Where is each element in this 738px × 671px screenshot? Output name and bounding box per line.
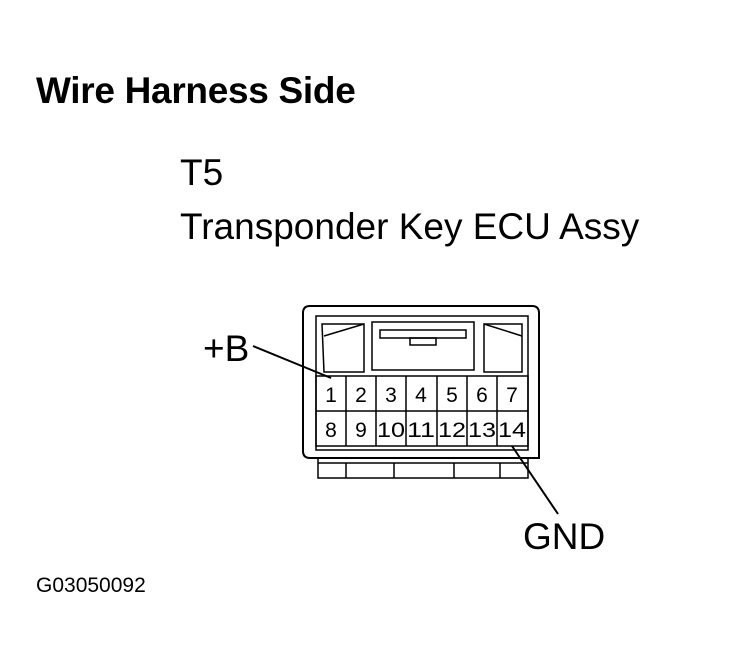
callout-plus-b: +B [203, 328, 250, 369]
pin-label: 5 [446, 384, 458, 407]
pin-label: 9 [355, 419, 367, 442]
pin-label: 10 [377, 419, 405, 442]
pin-label: 4 [415, 384, 427, 407]
connector-left-shoulder [321, 323, 365, 373]
connector-bottom-skirt [317, 458, 529, 479]
pin-label: 8 [325, 419, 337, 442]
callout-gnd: GND [523, 516, 606, 557]
pin-label: 14 [498, 419, 526, 442]
pin-label: 13 [468, 419, 496, 442]
connector-right-shoulder [483, 323, 523, 373]
pin-label: 11 [407, 419, 435, 442]
connector-latch [371, 321, 475, 371]
pin-label: 2 [355, 384, 367, 407]
pin-label: 1 [325, 384, 337, 407]
connector-right-shoulder-diag [483, 323, 523, 337]
leader-line-plus-b [252, 345, 332, 379]
connector-left-shoulder-diag [323, 323, 365, 337]
connector-name: Transponder Key ECU Assy [180, 206, 640, 247]
pin-label: 6 [476, 384, 488, 407]
connector-housing [302, 305, 540, 459]
pin-label: 7 [506, 384, 518, 407]
pin-label: 3 [385, 384, 397, 407]
leader-line-gnd [511, 445, 559, 515]
connector-latch-tab [409, 337, 437, 346]
connector-latch-top [379, 329, 467, 339]
page-title: Wire Harness Side [36, 70, 356, 111]
pin-label: 12 [438, 419, 466, 442]
terminal-grid [315, 375, 529, 447]
connector-code: T5 [180, 152, 224, 193]
figure-id: G03050092 [36, 574, 146, 597]
